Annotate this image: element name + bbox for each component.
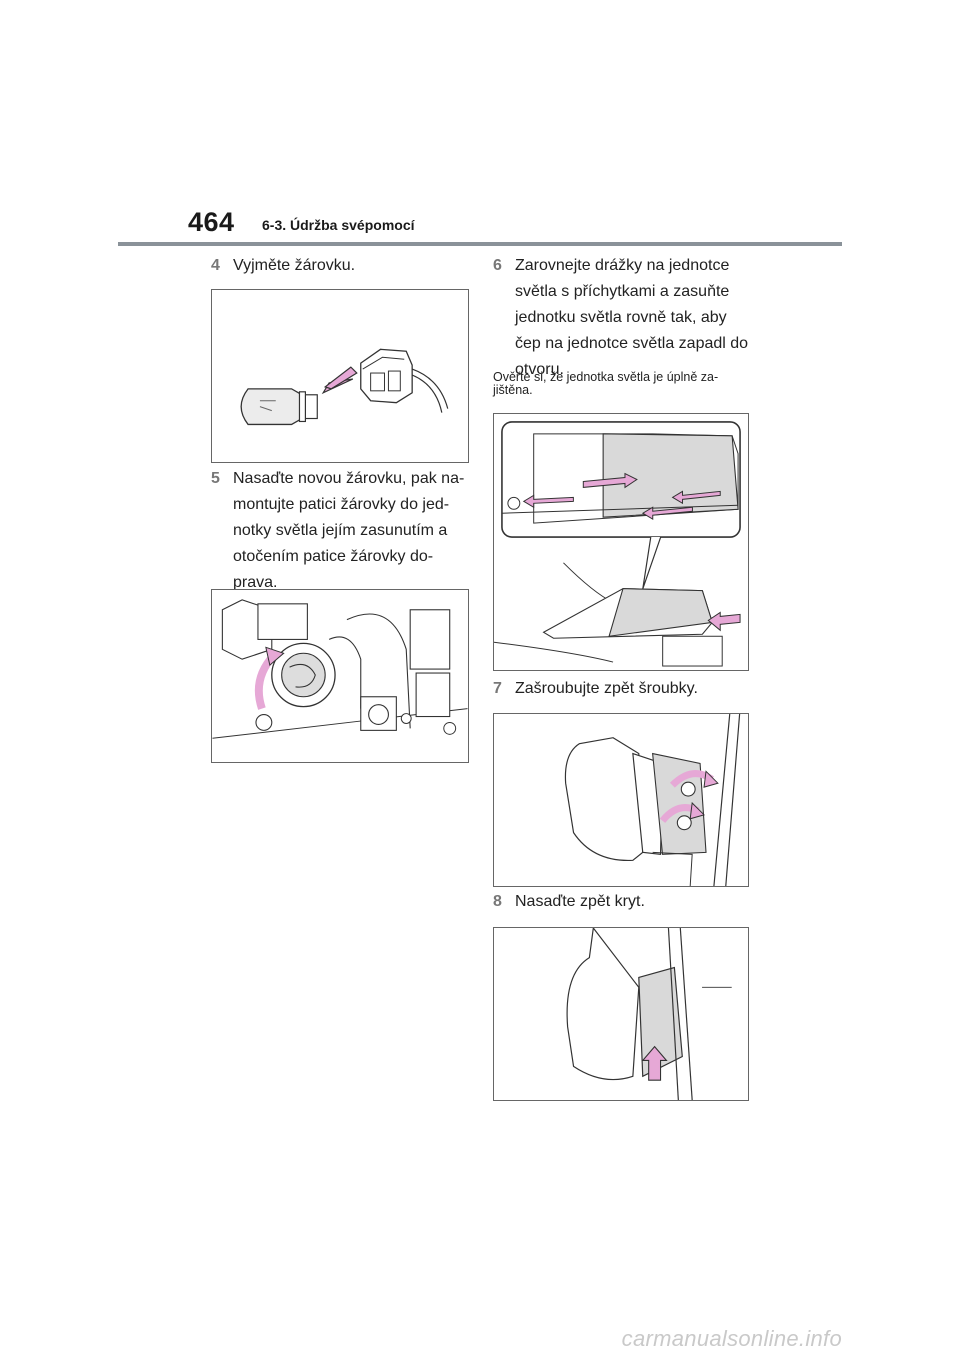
step-number: 5 bbox=[211, 470, 220, 487]
page-number: 464 bbox=[188, 207, 235, 237]
step-text: Nasaďte zpět kryt. bbox=[515, 893, 645, 910]
step-number: 8 bbox=[493, 893, 502, 910]
step-number: 7 bbox=[493, 680, 502, 697]
cover-refit-illustration bbox=[566, 928, 732, 1100]
step-text: Nasaďte novou žárovku, pak na-montujte p… bbox=[233, 470, 465, 591]
step-6-note: Ověřte si, že jednotka světla je úplně z… bbox=[493, 370, 719, 397]
step-8: 8 Nasaďte zpět kryt. bbox=[493, 889, 755, 915]
bulb-removal-illustration bbox=[240, 348, 449, 426]
figure-slide-unit bbox=[493, 413, 749, 671]
figure-remove-bulb bbox=[211, 289, 469, 463]
step-4: 4 Vyjměte žárovku. bbox=[211, 253, 471, 279]
step-6: 6 Zarovnejte drážky na jednotce světla s… bbox=[493, 253, 755, 383]
figure-tighten-screws bbox=[493, 713, 749, 887]
screw-tighten-illustration bbox=[564, 714, 741, 886]
step-5: 5 Nasaďte novou žárovku, pak na-montujte… bbox=[211, 466, 473, 596]
step-text: Zašroubujte zpět šroubky. bbox=[515, 680, 698, 697]
light-unit-slide-illustration bbox=[494, 421, 741, 667]
step-text: Zarovnejte drážky na jednotce světla s p… bbox=[515, 257, 749, 378]
header-rule bbox=[118, 242, 842, 246]
figure-refit-cover bbox=[493, 927, 749, 1101]
socket-rotation-illustration bbox=[212, 599, 468, 739]
step-text: Vyjměte žárovku. bbox=[233, 257, 356, 274]
step-number: 6 bbox=[493, 257, 502, 274]
step-7: 7 Zašroubujte zpět šroubky. bbox=[493, 676, 755, 702]
section-title: 6-3. Údržba svépomocí bbox=[262, 217, 415, 233]
step-number: 4 bbox=[211, 257, 220, 274]
watermark: carmanualsonline.info bbox=[621, 1326, 842, 1351]
figure-install-socket bbox=[211, 589, 469, 763]
